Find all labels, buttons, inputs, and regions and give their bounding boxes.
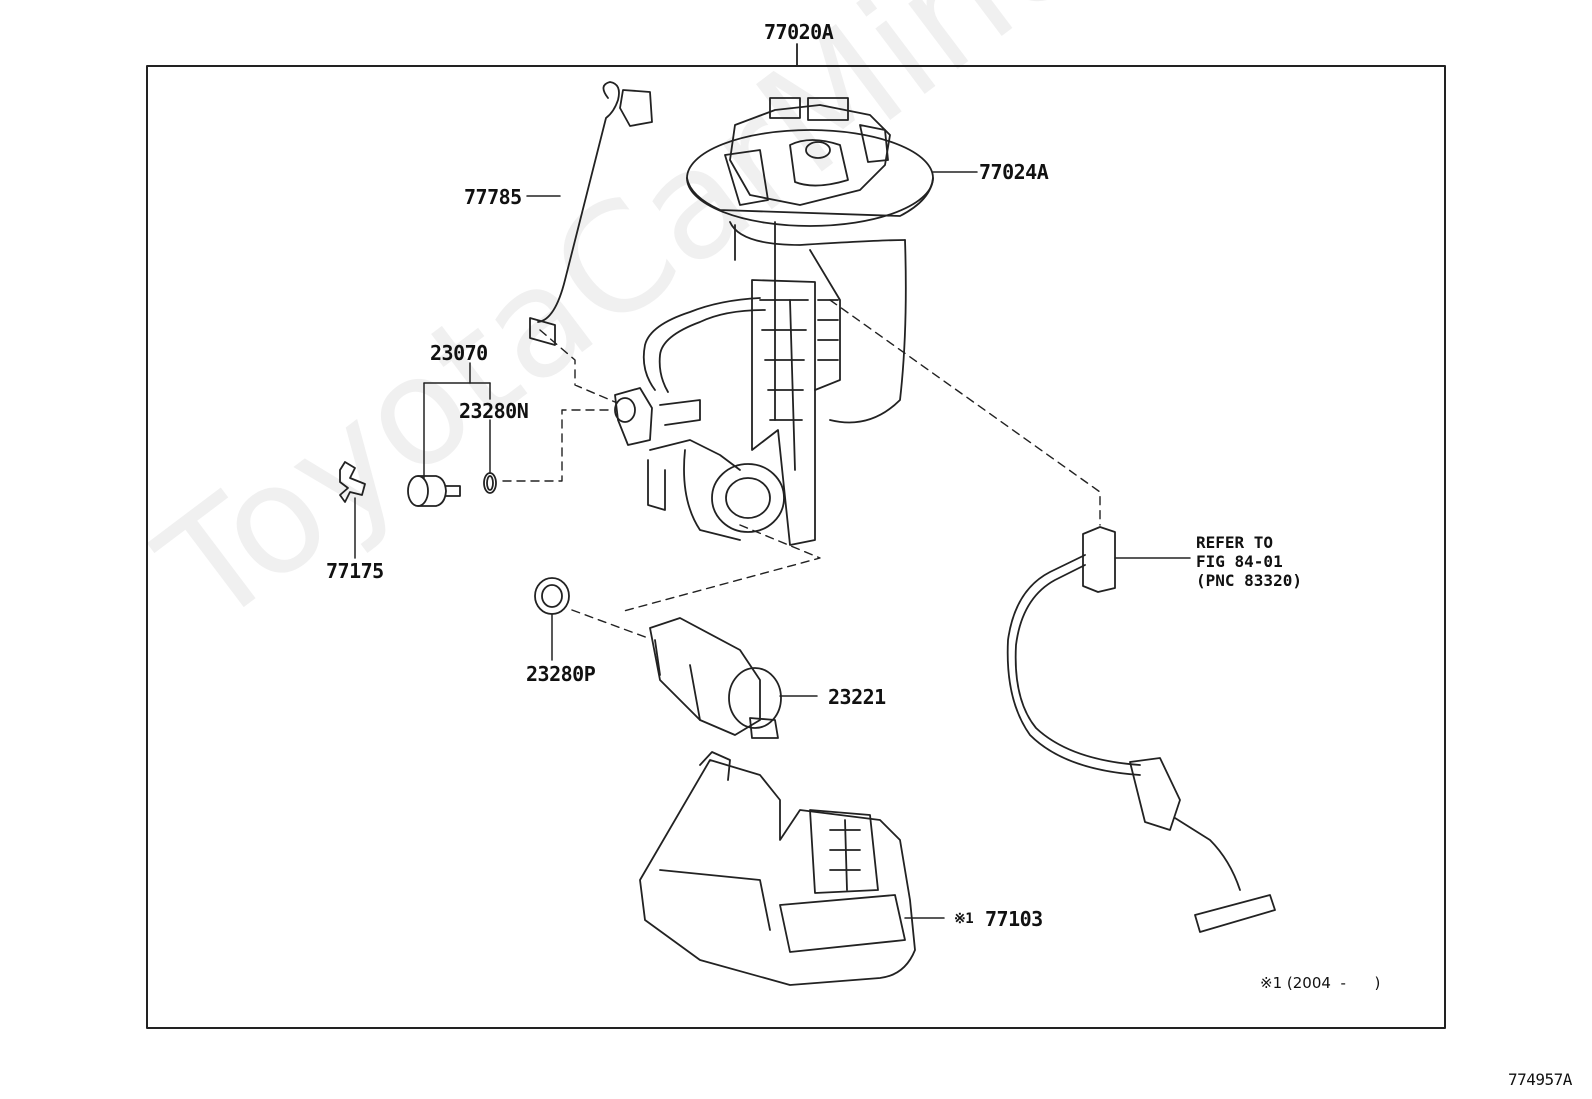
- leader-lines: [354, 171, 1191, 919]
- part-label-23280n: 23280N: [459, 399, 529, 423]
- part-label-77103-prefix: ※1: [954, 911, 974, 927]
- refer-line-3: (PNC 83320): [1196, 571, 1302, 590]
- guide-lines: [502, 299, 1101, 639]
- part-label-23221: 23221: [828, 685, 886, 709]
- assembly-label: 77020A: [764, 20, 834, 44]
- part-label-77785: 77785: [464, 185, 522, 209]
- sender-wire-drawing: [529, 81, 653, 346]
- regulator-drawing: [649, 617, 782, 739]
- o-ring-p-drawing: [534, 577, 570, 615]
- part-label-77103: 77103: [985, 907, 1043, 931]
- diagram-frame: [146, 65, 1446, 1029]
- clip-drawing: [339, 461, 366, 503]
- refer-line-2: FIG 84-01: [1196, 552, 1283, 571]
- part-label-23070: 23070: [430, 341, 488, 365]
- part-label-77024a: 77024A: [979, 160, 1049, 184]
- figure-id: 774957A: [1508, 1070, 1572, 1089]
- part-label-23280p: 23280P: [526, 662, 596, 686]
- part-label-77175: 77175: [326, 559, 384, 583]
- pump-module-drawing: [614, 97, 934, 546]
- refer-line-1: REFER TO: [1196, 533, 1274, 552]
- bracket-drawing: [639, 751, 916, 986]
- gauge-drawing: [407, 472, 497, 507]
- footnote: ※1 (2004 - ): [1260, 974, 1381, 992]
- harness-drawing: [1006, 526, 1276, 933]
